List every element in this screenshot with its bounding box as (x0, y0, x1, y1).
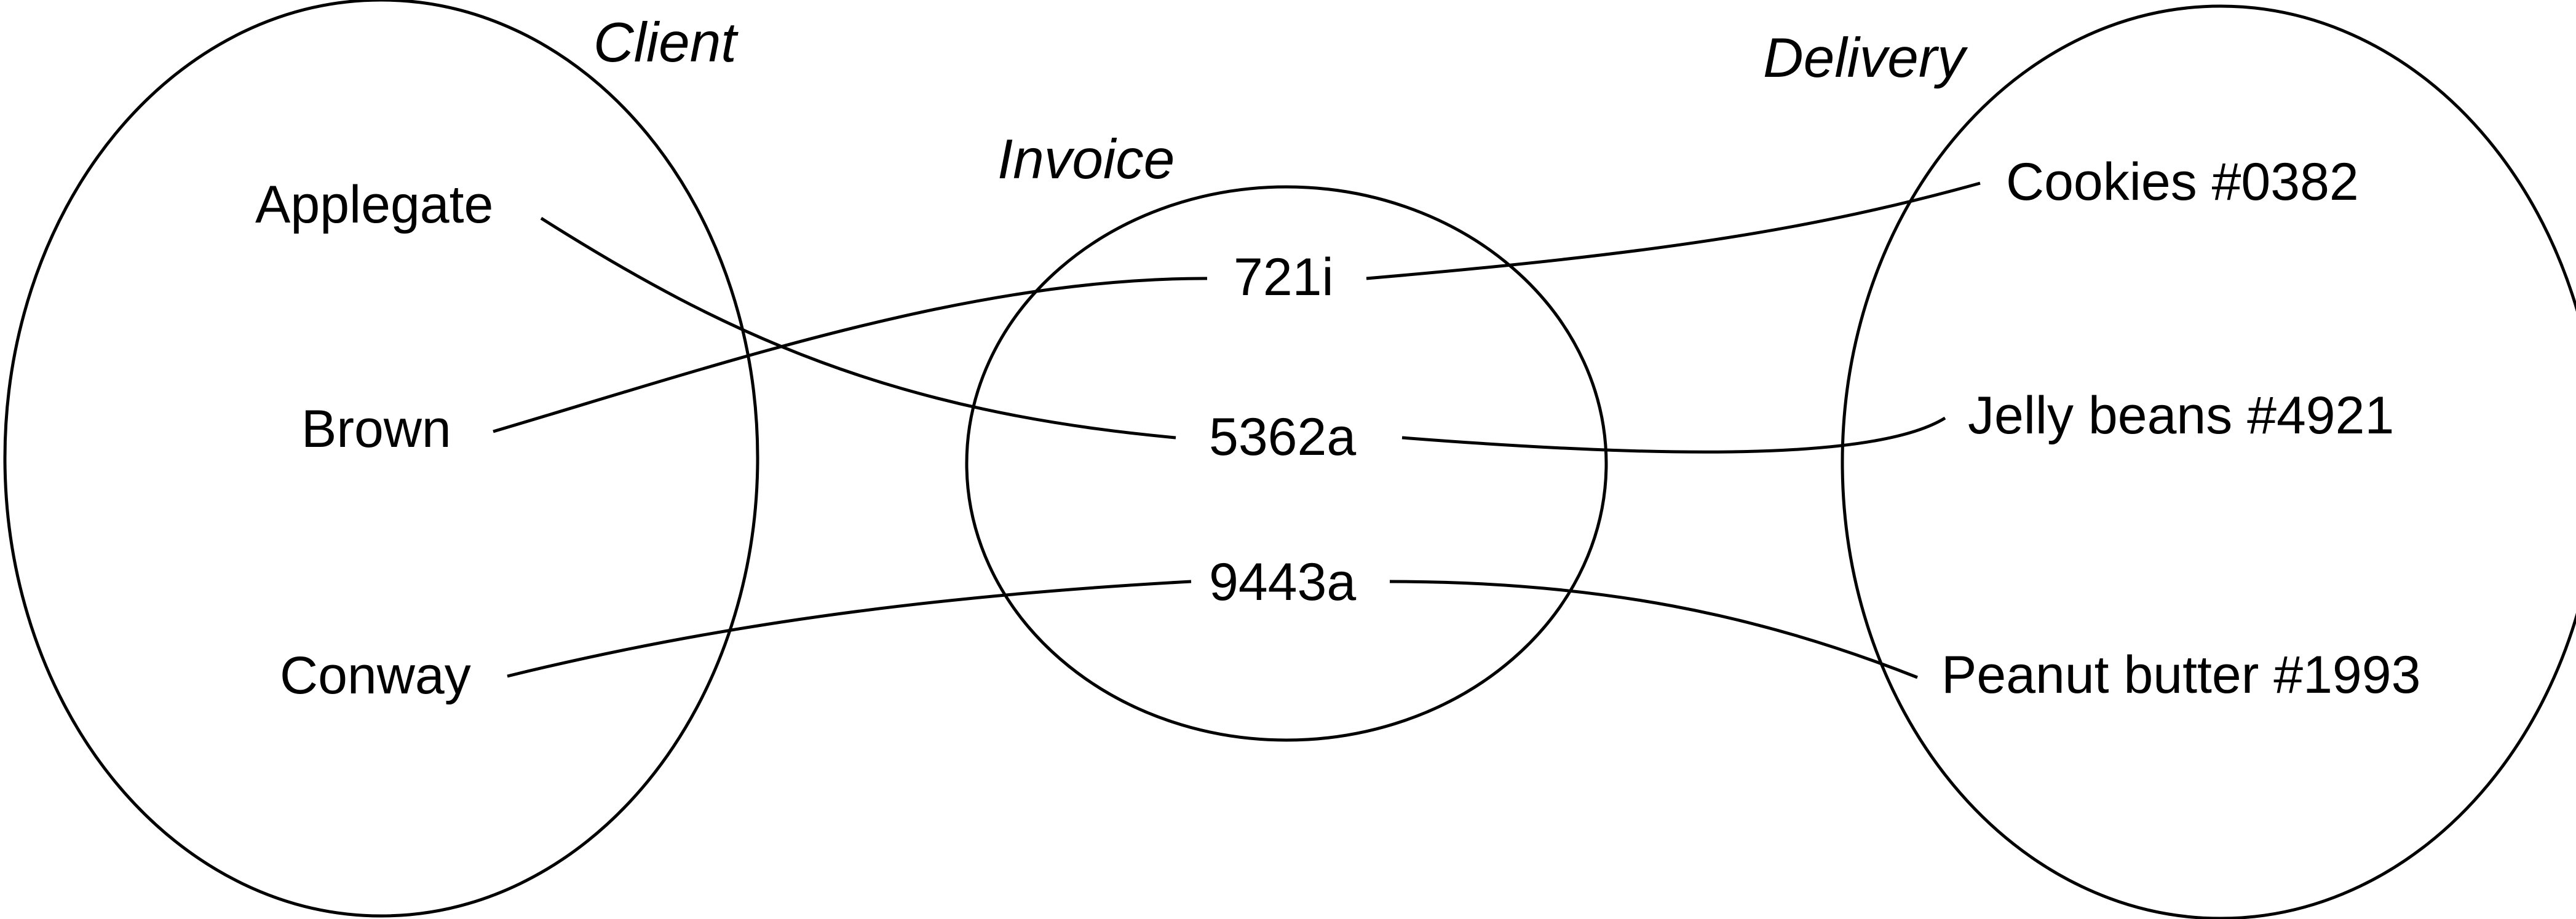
delivery-set-title: Delivery (1763, 27, 1968, 89)
invoice-set-ellipse (965, 185, 1608, 742)
link-9443a-to-peanut-butter (1389, 580, 1918, 679)
client-item-applegate: Applegate (255, 175, 493, 234)
invoice-item-9443a: 9443a (1209, 553, 1356, 612)
link-5362a-to-jelly-beans (1401, 416, 1946, 454)
link-721i-to-cookies (1366, 181, 1981, 280)
invoice-set-title: Invoice (997, 128, 1175, 191)
link-brown-to-721i (493, 277, 1208, 433)
link-conway-to-9443a (507, 580, 1192, 678)
client-set-ellipse (3, 0, 759, 918)
delivery-set-ellipse (1841, 4, 2576, 919)
link-applegate-to-5362a (540, 216, 1176, 440)
invoice-item-5362a: 5362a (1209, 408, 1356, 467)
client-set-title: Client (593, 12, 739, 74)
delivery-item-peanut-butter: Peanut butter #1993 (1941, 645, 2420, 704)
delivery-item-cookies: Cookies #0382 (2006, 152, 2359, 211)
client-item-brown: Brown (301, 400, 451, 459)
client-item-conway: Conway (280, 646, 471, 705)
delivery-item-jelly-beans: Jelly beans #4921 (1968, 386, 2394, 445)
invoice-item-721i: 721i (1234, 248, 1334, 307)
